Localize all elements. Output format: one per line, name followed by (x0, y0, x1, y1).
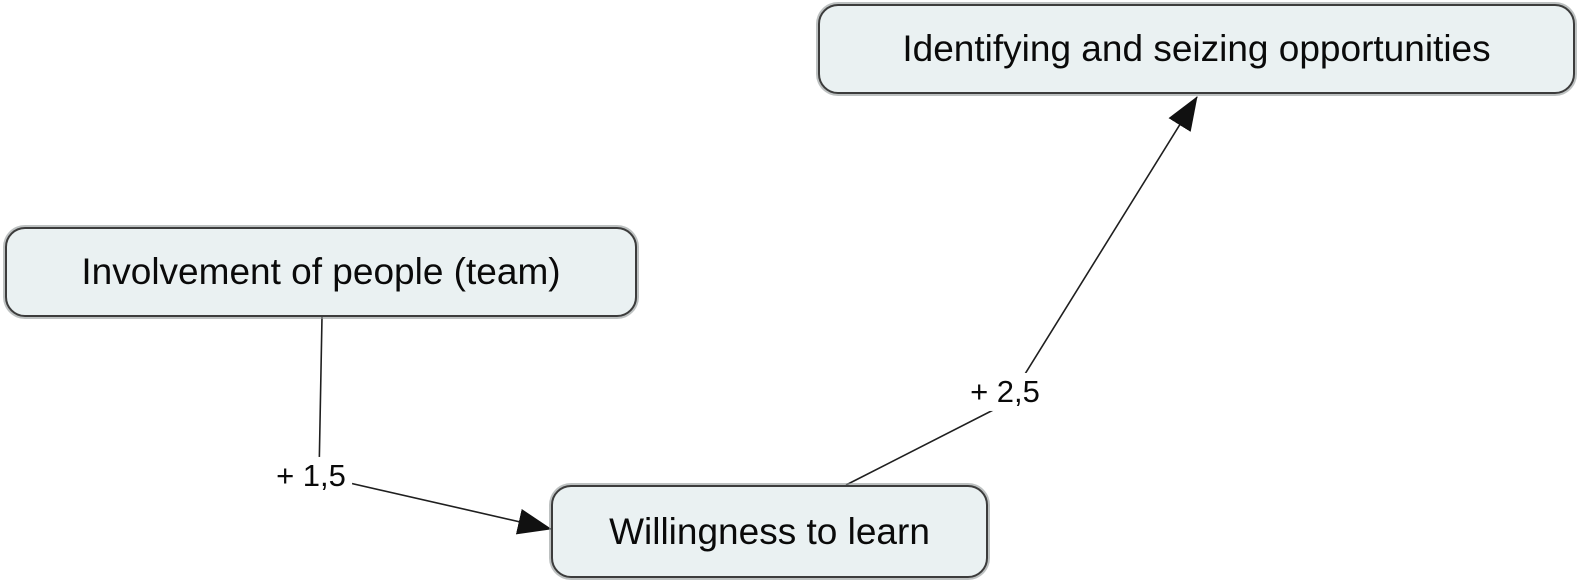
node-label-involvement: Involvement of people (team) (81, 251, 561, 292)
node-willingness-to-learn: Willingness to learn (551, 485, 988, 578)
node-label-willingness: Willingness to learn (609, 510, 930, 552)
edge-line-willingness-to-identifying (845, 96, 1198, 486)
node-identifying-and-seizing-opportunities: Identifying and seizing opportunities (818, 4, 1575, 94)
edge-weight-label-involvement-willingness: + 1,5 (270, 456, 352, 496)
edge-line-involvement-to-willingness (318, 316, 552, 535)
edge-weight-label-willingness-identifying: + 2,5 (964, 372, 1046, 412)
node-involvement-of-people-team: Involvement of people (team) (5, 227, 637, 317)
node-label-identifying: Identifying and seizing opportunities (902, 28, 1491, 69)
